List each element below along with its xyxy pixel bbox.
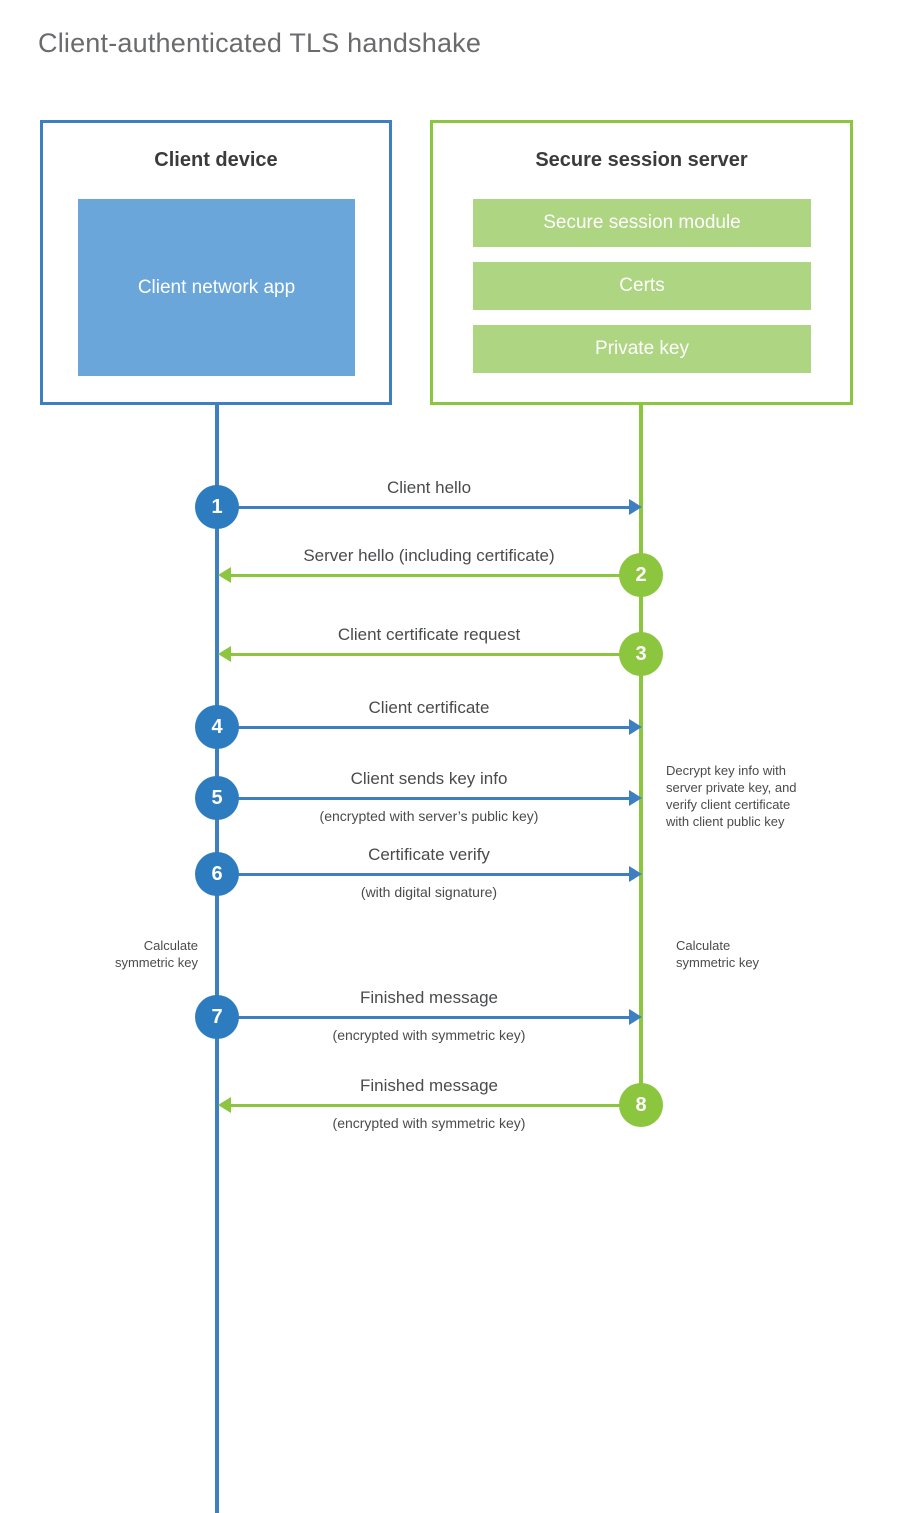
entity-client-device: Client device Client network app <box>40 120 392 405</box>
message-label-6: Certificate verify <box>368 845 490 864</box>
diagram-canvas: Client-authenticated TLS handshake Clien… <box>38 28 853 1513</box>
note-server-calculate-symmetric-key: Calculate symmetric key <box>676 938 760 970</box>
message-sublabel-7: (encrypted with symmetric key) <box>332 1027 526 1043</box>
step-number-8[interactable]: 8 <box>619 1083 663 1127</box>
message-label-3: Client certificate request <box>337 625 521 644</box>
message-label-5: Client sends key info <box>350 769 508 788</box>
message-label-7: Finished message <box>360 988 498 1007</box>
step-number-6[interactable]: 6 <box>195 852 239 896</box>
arrow-line-1 <box>217 506 630 509</box>
step-number-1[interactable]: 1 <box>195 485 239 529</box>
lifeline-server <box>639 403 643 1109</box>
server-component-secure-session-module: Secure session module <box>473 199 811 247</box>
arrow-line-4 <box>217 726 630 729</box>
entity-secure-session-server: Secure session server Secure session mod… <box>430 120 853 405</box>
arrow-head-1 <box>629 499 642 515</box>
arrow-head-3 <box>218 646 231 662</box>
message-sublabel-6: (with digital signature) <box>360 884 498 900</box>
page-title: Client-authenticated TLS handshake <box>38 28 482 58</box>
server-component-certs: Certs <box>473 262 811 310</box>
message-sublabel-5: (encrypted with server’s public key) <box>319 808 539 824</box>
arrow-head-4 <box>629 719 642 735</box>
message-label-4: Client certificate <box>368 698 490 717</box>
step-number-3[interactable]: 3 <box>619 632 663 676</box>
arrow-line-3 <box>230 653 641 656</box>
lifeline-client <box>215 403 219 1513</box>
message-label-2: Server hello (including certificate) <box>303 546 555 565</box>
arrow-head-2 <box>218 567 231 583</box>
arrow-head-6 <box>629 866 642 882</box>
arrow-head-8 <box>218 1097 231 1113</box>
arrow-line-7 <box>217 1016 630 1019</box>
step-number-4[interactable]: 4 <box>195 705 239 749</box>
arrow-head-7 <box>629 1009 642 1025</box>
step-number-5[interactable]: 5 <box>195 776 239 820</box>
arrow-line-2 <box>230 574 641 577</box>
message-sublabel-8: (encrypted with symmetric key) <box>332 1115 526 1131</box>
arrow-line-5 <box>217 797 630 800</box>
entity-server-title: Secure session server <box>535 149 748 171</box>
step-number-2[interactable]: 2 <box>619 553 663 597</box>
entity-client-title: Client device <box>154 149 278 171</box>
arrow-line-6 <box>217 873 630 876</box>
arrow-head-5 <box>629 790 642 806</box>
client-network-app-block: Client network app <box>78 199 355 376</box>
arrow-line-8 <box>230 1104 641 1107</box>
server-component-private-key: Private key <box>473 325 811 373</box>
message-label-8: Finished message <box>360 1076 498 1095</box>
note-server-decrypt: Decrypt key info with server private key… <box>666 763 797 829</box>
step-number-7[interactable]: 7 <box>195 995 239 1039</box>
message-label-1: Client hello <box>386 478 472 497</box>
note-client-calculate-symmetric-key: Calculate symmetric key <box>114 938 198 970</box>
